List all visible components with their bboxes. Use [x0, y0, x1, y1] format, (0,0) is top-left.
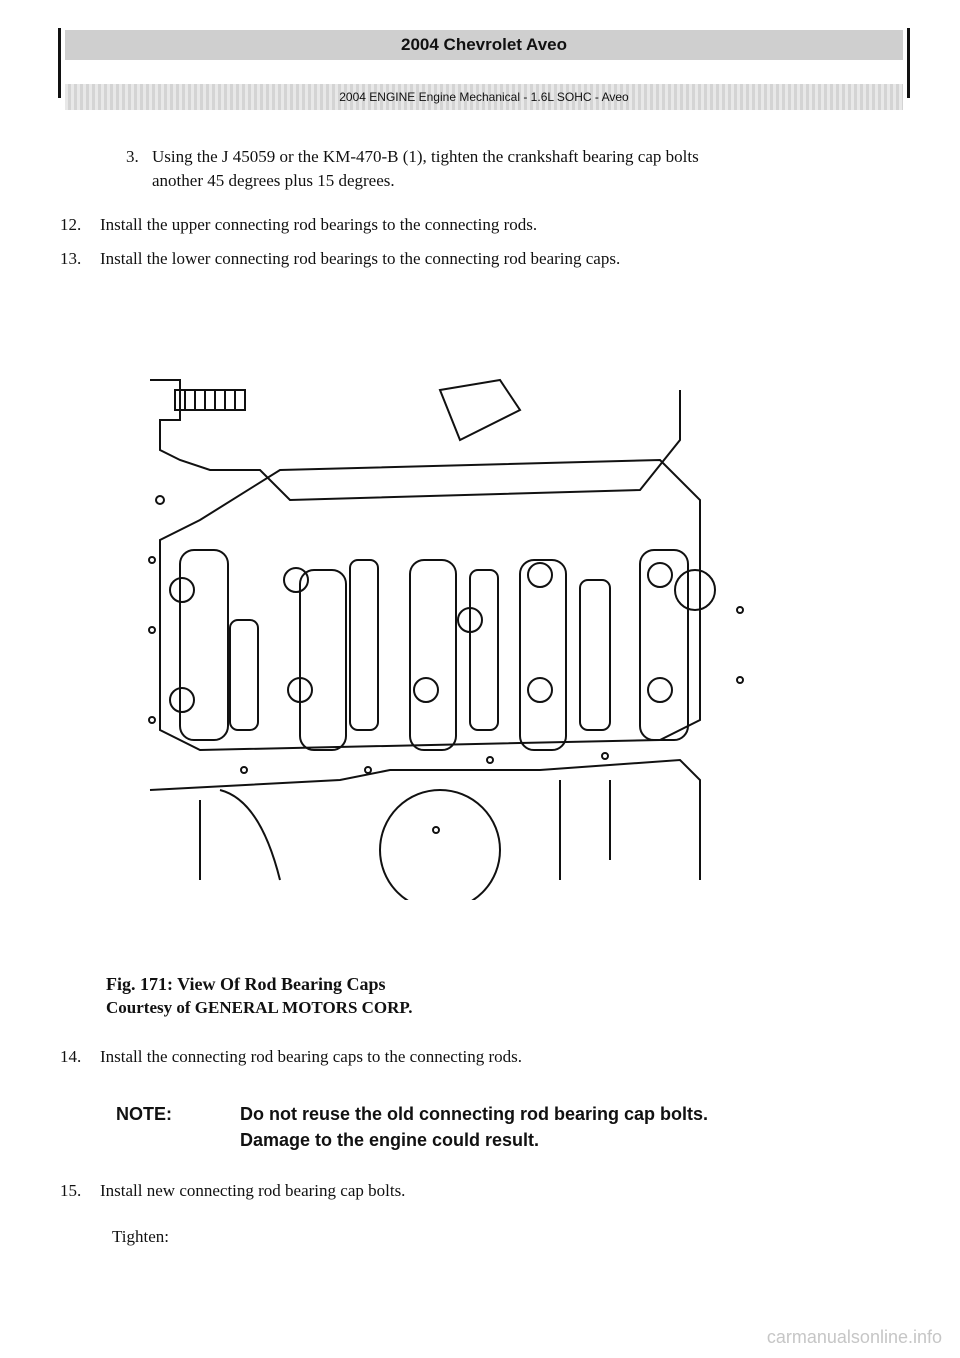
document-subtitle: 2004 ENGINE Engine Mechanical - 1.6L SOH… [65, 84, 903, 110]
step-13-number: 13. [60, 249, 82, 268]
step-12-text: Install the upper connecting rod bearing… [100, 215, 538, 234]
figure-caption: Fig. 171: View Of Rod Bearing Caps [106, 974, 386, 994]
step-3-text-line2: another 45 degrees plus 15 degrees. [152, 171, 395, 190]
figure-courtesy: Courtesy of GENERAL MOTORS CORP. [106, 998, 413, 1017]
rod-bearing-caps-illustration [148, 378, 744, 900]
bearing-cap-5 [639, 549, 716, 741]
bearing-cap-2 [283, 559, 379, 751]
bearing-cap-3 [409, 559, 499, 751]
tighten-label: Tighten: [112, 1227, 170, 1246]
bearing-cap-4 [519, 559, 611, 751]
note-text-line1: Do not reuse the old connecting rod bear… [240, 1104, 709, 1124]
bearing-cap-1 [169, 549, 259, 741]
step-14-text: Install the connecting rod bearing caps … [100, 1047, 523, 1066]
watermark: carmanualsonline.info [766, 1327, 942, 1347]
step-15-text: Install new connecting rod bearing cap b… [100, 1181, 406, 1200]
step-3-number: 3. [126, 147, 139, 166]
step-15-number: 15. [60, 1181, 82, 1200]
document-title: 2004 Chevrolet Aveo [65, 30, 903, 60]
note-text-line2: Damage to the engine could result. [240, 1130, 540, 1150]
note-label: NOTE: [116, 1104, 172, 1124]
page-header: 2004 Chevrolet Aveo 2004 ENGINE Engine M… [58, 28, 910, 110]
step-3-text-line1: Using the J 45059 or the KM-470-B (1), t… [152, 147, 699, 166]
step-13-text: Install the lower connecting rod bearing… [100, 249, 621, 268]
step-14-number: 14. [60, 1047, 82, 1066]
step-12-number: 12. [60, 215, 82, 234]
